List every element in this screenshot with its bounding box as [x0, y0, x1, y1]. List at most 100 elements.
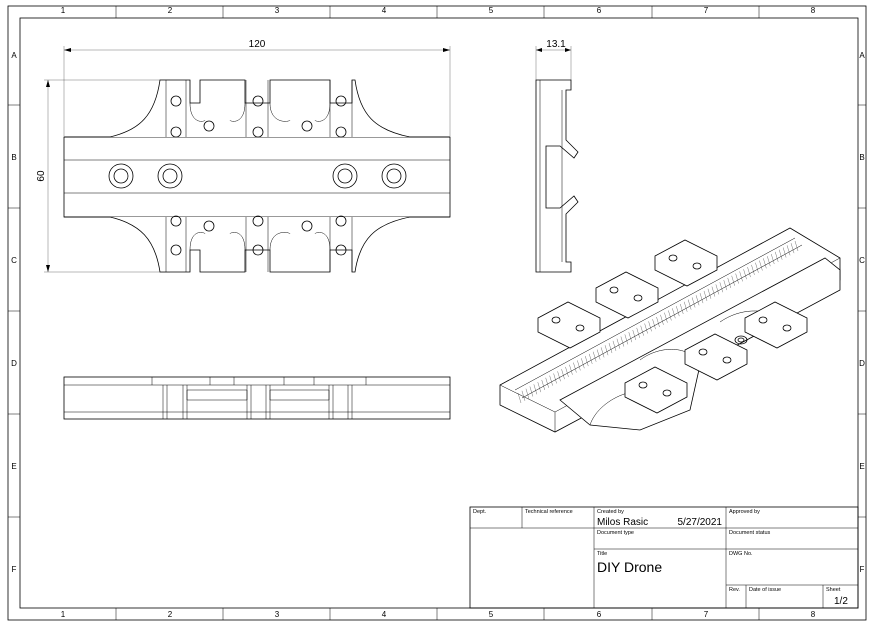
zone-row-labels-right: A B C D E F: [859, 51, 865, 574]
front-view: [63, 376, 451, 420]
zone-col-2-bottom: 2: [168, 610, 173, 619]
rack-tooth: [632, 329, 636, 341]
rack-tooth: [771, 253, 775, 265]
rack-tooth: [593, 351, 597, 362]
rack-tooth: [644, 323, 648, 334]
zone-col-3-bottom: 3: [275, 610, 280, 619]
zone-row-labels-left: A B C D E F: [11, 51, 17, 574]
rack-tooth: [640, 325, 644, 336]
rack-tooth: [517, 392, 522, 404]
document-status-label: Document status: [729, 530, 771, 536]
top-view: 120 60: [36, 39, 451, 273]
zone-row-b-left: B: [11, 153, 16, 162]
dimension-thickness: 13.1: [535, 39, 572, 80]
created-by-value: Milos Rasic: [597, 517, 648, 528]
rack-tooth: [553, 373, 557, 384]
zone-row-f-right: F: [860, 565, 865, 574]
dept-label: Dept.: [473, 509, 487, 515]
side-view: 13.1: [535, 39, 579, 273]
rack-tooth: [747, 267, 751, 278]
rack-tooth: [727, 277, 731, 288]
rack-tooth: [565, 366, 569, 377]
zone-col-7-top: 7: [704, 6, 709, 15]
title-value: DIY Drone: [597, 559, 662, 575]
rack-tooth: [691, 297, 696, 308]
zone-row-d-left: D: [11, 359, 17, 368]
sheet-value: 1/2: [834, 596, 848, 607]
rack-tooth: [668, 310, 672, 321]
created-by-label: Created by: [597, 509, 624, 515]
rack-tooth: [703, 290, 708, 301]
rack-tooth: [782, 247, 787, 258]
rack-tooth: [775, 251, 779, 262]
rack-tooth: [561, 369, 565, 380]
rack-tooth: [684, 301, 688, 312]
zone-row-e-right: E: [859, 462, 864, 471]
rack-tooth: [786, 245, 791, 256]
zone-col-8-top: 8: [811, 6, 816, 15]
rack-tooth: [577, 360, 581, 371]
rack-tooth: [557, 371, 561, 382]
rack-tooth: [549, 375, 553, 386]
zone-column-labels-bottom: 1 2 3 4 5 6 7 8: [61, 610, 816, 619]
dwg-no-label: DWG No.: [729, 551, 753, 557]
zone-row-a-left: A: [11, 51, 17, 60]
zone-col-2-top: 2: [168, 6, 173, 15]
zone-col-4-bottom: 4: [382, 610, 387, 619]
mounting-holes-lower: [170, 215, 347, 256]
zone-column-labels-top: 1 2 3 4 5 6 7 8: [61, 6, 816, 15]
date-of-issue-label: Date of issue: [749, 587, 781, 593]
mounting-holes-upper: [170, 95, 347, 138]
zone-col-5-bottom: 5: [489, 610, 494, 619]
rack-tooth: [719, 282, 723, 293]
rack-tooth: [699, 293, 704, 304]
rack-tooth: [759, 260, 763, 271]
title-block: Dept. Technical reference Created by Mil…: [469, 506, 859, 609]
sheet-label: Sheet: [826, 587, 841, 593]
center-bosses: [108, 163, 407, 189]
zone-col-3-top: 3: [275, 6, 280, 15]
rack-tooth: [707, 288, 712, 299]
zone-col-8-bottom: 8: [811, 610, 816, 619]
rack-tooth: [600, 347, 605, 358]
dimension-width: 120: [63, 39, 451, 136]
document-type-label: Document type: [597, 530, 634, 536]
rack-tooth: [715, 284, 720, 295]
rack-tooth: [790, 243, 795, 254]
rack-tooth: [541, 379, 545, 391]
zone-col-6-top: 6: [597, 6, 602, 15]
zone-col-4-top: 4: [382, 6, 387, 15]
approved-by-label: Approved by: [729, 509, 760, 515]
rack-tooth: [672, 308, 676, 319]
rack-tooth: [723, 280, 727, 291]
rev-label: Rev.: [729, 587, 740, 593]
rack-tooth: [596, 349, 601, 360]
rack-tooth: [687, 299, 692, 310]
rack-tooth: [636, 327, 640, 338]
rack-tooth: [537, 382, 541, 393]
rack-tooth: [573, 362, 577, 373]
rack-tooth: [589, 353, 593, 364]
rack-tooth: [656, 316, 660, 328]
rack-tooth: [648, 321, 652, 332]
rack-tooth: [569, 364, 573, 375]
dimension-height-label: 60: [36, 170, 47, 182]
rack-tooth: [767, 256, 771, 267]
rack-tooth: [695, 295, 700, 306]
rack-tooth: [735, 273, 739, 284]
rack-tooth: [521, 390, 526, 401]
zone-row-d-right: D: [859, 359, 865, 368]
zone-ticks: [8, 6, 866, 620]
rack-tooth: [711, 286, 716, 297]
zone-col-7-bottom: 7: [704, 610, 709, 619]
rack-tooth: [616, 338, 621, 349]
rack-tooth: [779, 249, 783, 260]
created-date: 5/27/2021: [678, 517, 723, 528]
rack-tooth: [581, 358, 585, 369]
rack-tooth: [743, 269, 747, 280]
rack-tooth: [608, 343, 613, 354]
rack-tooth: [604, 345, 609, 356]
zone-row-a-right: A: [859, 51, 865, 60]
rack-tooth: [652, 319, 656, 330]
rack-tooth: [755, 262, 759, 273]
